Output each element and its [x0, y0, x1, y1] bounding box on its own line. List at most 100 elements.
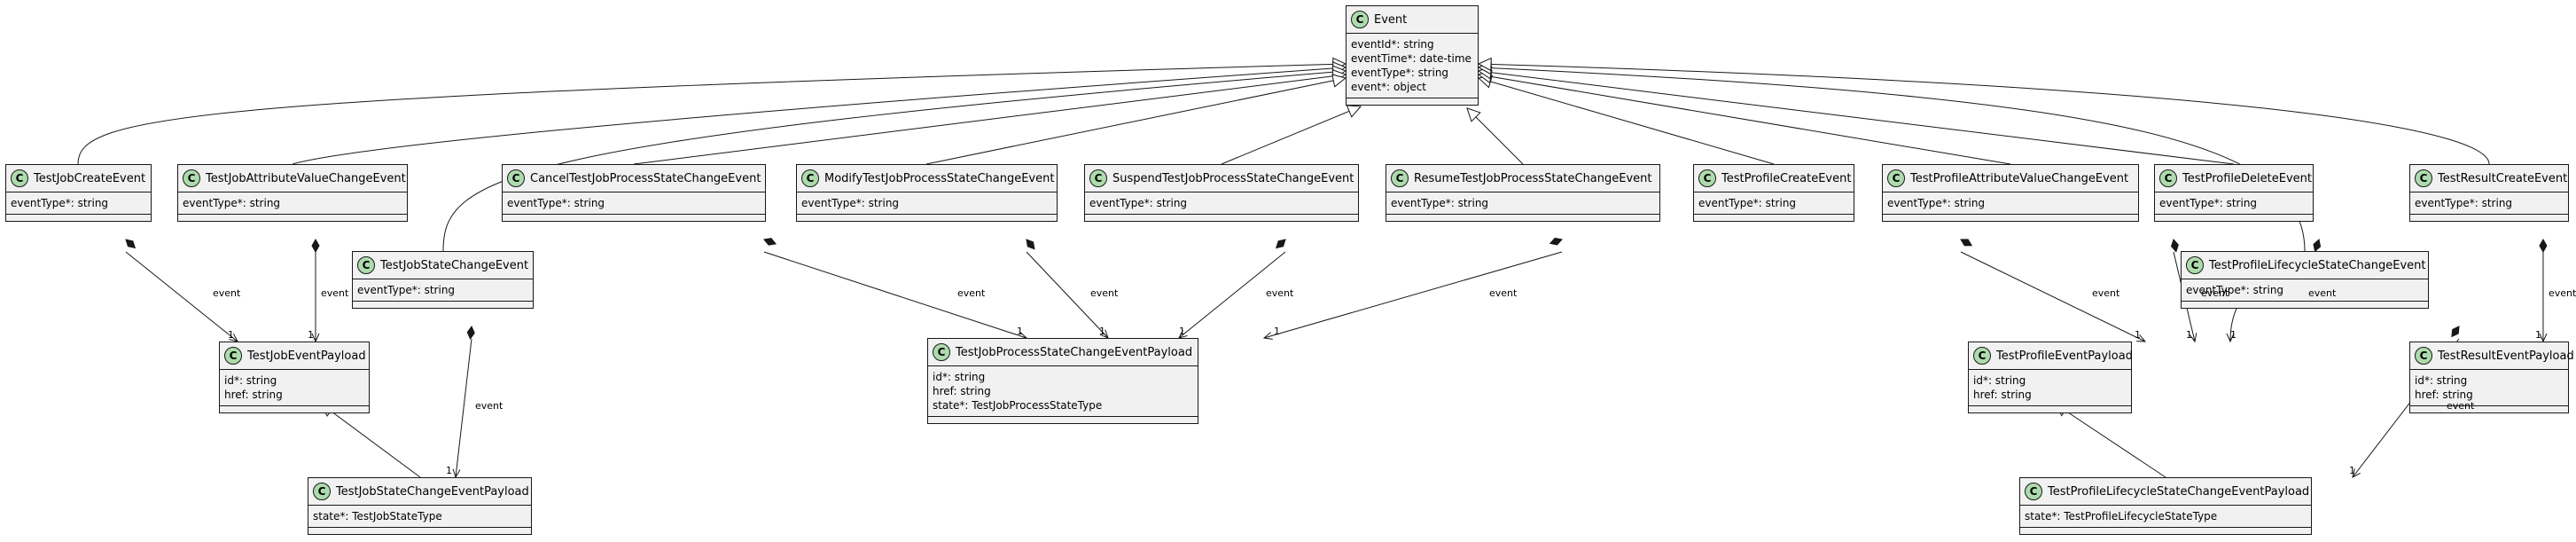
- association-role-label: event: [2201, 287, 2229, 299]
- multiplicity-label: 1: [1099, 326, 1105, 337]
- class-stereotype-icon: C: [1887, 169, 1905, 187]
- multiplicity-label: 1: [1274, 326, 1280, 337]
- class-name: TestJobStateChangeEvent: [380, 258, 529, 272]
- inherit-test-result-create-event-line: [1478, 63, 2490, 165]
- composition-test-profile-delete-event-diamond: [2313, 239, 2322, 253]
- class-field: eventType*: string: [183, 197, 281, 209]
- association-role-label: event: [321, 287, 349, 299]
- class-stereotype-icon: C: [2186, 256, 2204, 274]
- class-stereotype-icon: C: [11, 169, 28, 187]
- class-stereotype-icon: C: [313, 483, 331, 500]
- class-field: eventType*: string: [801, 197, 900, 209]
- multiplicity-label: 1: [1179, 326, 1185, 337]
- multiplicity-label: 1: [2230, 329, 2236, 341]
- class-methods: [353, 302, 533, 308]
- class-fields: eventType*: string: [1694, 192, 1854, 215]
- composition-resume-test-job-process-state-change-event-arrowhead: [1262, 332, 1273, 340]
- composition-cancel-test-job-process-state-change-event-diamond: [763, 238, 777, 246]
- association-role-label: event: [2308, 287, 2337, 299]
- class-name: TestResultCreateEvent: [2438, 171, 2568, 185]
- class-stereotype-icon: C: [507, 169, 525, 187]
- inherit-test-profile-lifecycle-state-change-event-payload-line: [2054, 403, 2166, 478]
- inherit-resume-test-job-process-state-change-event-line: [1466, 107, 1524, 165]
- inherit-modify-test-job-process-state-change-event-line: [925, 77, 1347, 165]
- class-test-job-attribute-value-change-event: C TestJobAttributeValueChangeEvent eventTy…: [177, 164, 408, 222]
- class-fields: eventType*: string: [2155, 192, 2313, 215]
- composition-cancel-test-job-process-state-change-event-line: [763, 251, 1027, 339]
- inherit-test-job-create-event-line: [77, 63, 1347, 165]
- class-field: eventType*: string: [1887, 197, 1986, 209]
- class-name: Event: [1374, 12, 1408, 27]
- class-field: eventType*: string: [2186, 284, 2284, 296]
- composition-test-profile-create-event-line: [1960, 251, 2146, 342]
- association-role-label: event: [475, 400, 503, 412]
- association-role-label: event: [1266, 287, 1294, 299]
- composition-test-job-state-change-event-line: [455, 338, 472, 478]
- inherit-suspend-test-job-process-state-change-event-arrowhead: [1346, 105, 1362, 118]
- class-name: TestJobStateChangeEventPayload: [336, 484, 529, 499]
- class-methods: [928, 417, 1198, 423]
- class-field: id*: string: [224, 374, 277, 387]
- composition-test-profile-create-event-arrowhead: [2136, 334, 2147, 342]
- class-fields: eventType*: string: [6, 192, 151, 215]
- class-fields: eventType*: string: [2410, 192, 2568, 215]
- class-field: eventTime*: date-time: [1351, 52, 1471, 65]
- class-field: href: string: [224, 389, 283, 401]
- class-field: eventType*: string: [2159, 197, 2258, 209]
- composition-test-job-create-event-line: [125, 251, 238, 342]
- class-field: eventId*: string: [1351, 38, 1434, 51]
- class-methods: [2410, 406, 2568, 412]
- class-methods: [2155, 215, 2313, 221]
- class-field: id*: string: [933, 371, 986, 383]
- class-stereotype-icon: C: [357, 256, 375, 274]
- inherit-suspend-test-job-process-state-change-event-line: [1221, 106, 1362, 165]
- class-fields: eventType*: string: [503, 192, 765, 215]
- class-name: TestJobAttributeValueChangeEvent: [206, 171, 406, 185]
- composition-test-profile-lifecycle-state-change-event-arrowhead: [2352, 468, 2361, 478]
- class-header: C TestJobStateChangeEventPayload: [308, 478, 531, 506]
- association-role-label: event: [1489, 287, 1518, 299]
- class-name: TestJobProcessStateChangeEventPayload: [956, 345, 1193, 359]
- class-fields: eventType*: string: [1085, 192, 1358, 215]
- class-field: event*: object: [1351, 81, 1427, 93]
- class-stereotype-icon: C: [1698, 169, 1716, 187]
- class-stereotype-icon: C: [183, 169, 200, 187]
- class-stereotype-icon: C: [1391, 169, 1409, 187]
- class-fields: id*: string href: string: [220, 370, 369, 406]
- composition-suspend-test-job-process-state-change-event-line: [1178, 251, 1286, 339]
- composition-suspend-test-job-process-state-change-event-diamond: [1275, 239, 1286, 249]
- class-name: TestProfileLifecycleStateChangeEventPayl…: [2048, 484, 2310, 499]
- class-methods: [503, 215, 765, 221]
- class-header: C Event: [1347, 6, 1478, 34]
- class-stereotype-icon: C: [2415, 347, 2432, 365]
- composition-test-result-create-event-diamond: [2539, 238, 2548, 254]
- class-name: CancelTestJobProcessStateChangeEvent: [530, 171, 761, 185]
- multiplicity-label: 1: [308, 329, 314, 341]
- class-name: TestProfileEventPayload: [1996, 349, 2133, 363]
- class-stereotype-icon: C: [2159, 169, 2177, 187]
- composition-test-profile-create-event-diamond: [1960, 239, 1973, 247]
- class-stereotype-icon: C: [1351, 11, 1369, 28]
- composition-test-profile-lifecycle-state-change-event-diamond: [2451, 326, 2460, 338]
- class-field: eventType*: string: [1698, 197, 1797, 209]
- composition-test-job-state-change-event-diamond: [466, 325, 475, 340]
- class-methods: [1386, 215, 1659, 221]
- class-header: C TestJobAttributeValueChangeEvent: [178, 165, 407, 192]
- class-field: eventType*: string: [1351, 67, 1449, 79]
- class-field: eventType*: string: [2415, 197, 2513, 209]
- composition-test-profile-delete-event-arrowhead: [2226, 333, 2235, 343]
- class-field: eventType*: string: [507, 197, 605, 209]
